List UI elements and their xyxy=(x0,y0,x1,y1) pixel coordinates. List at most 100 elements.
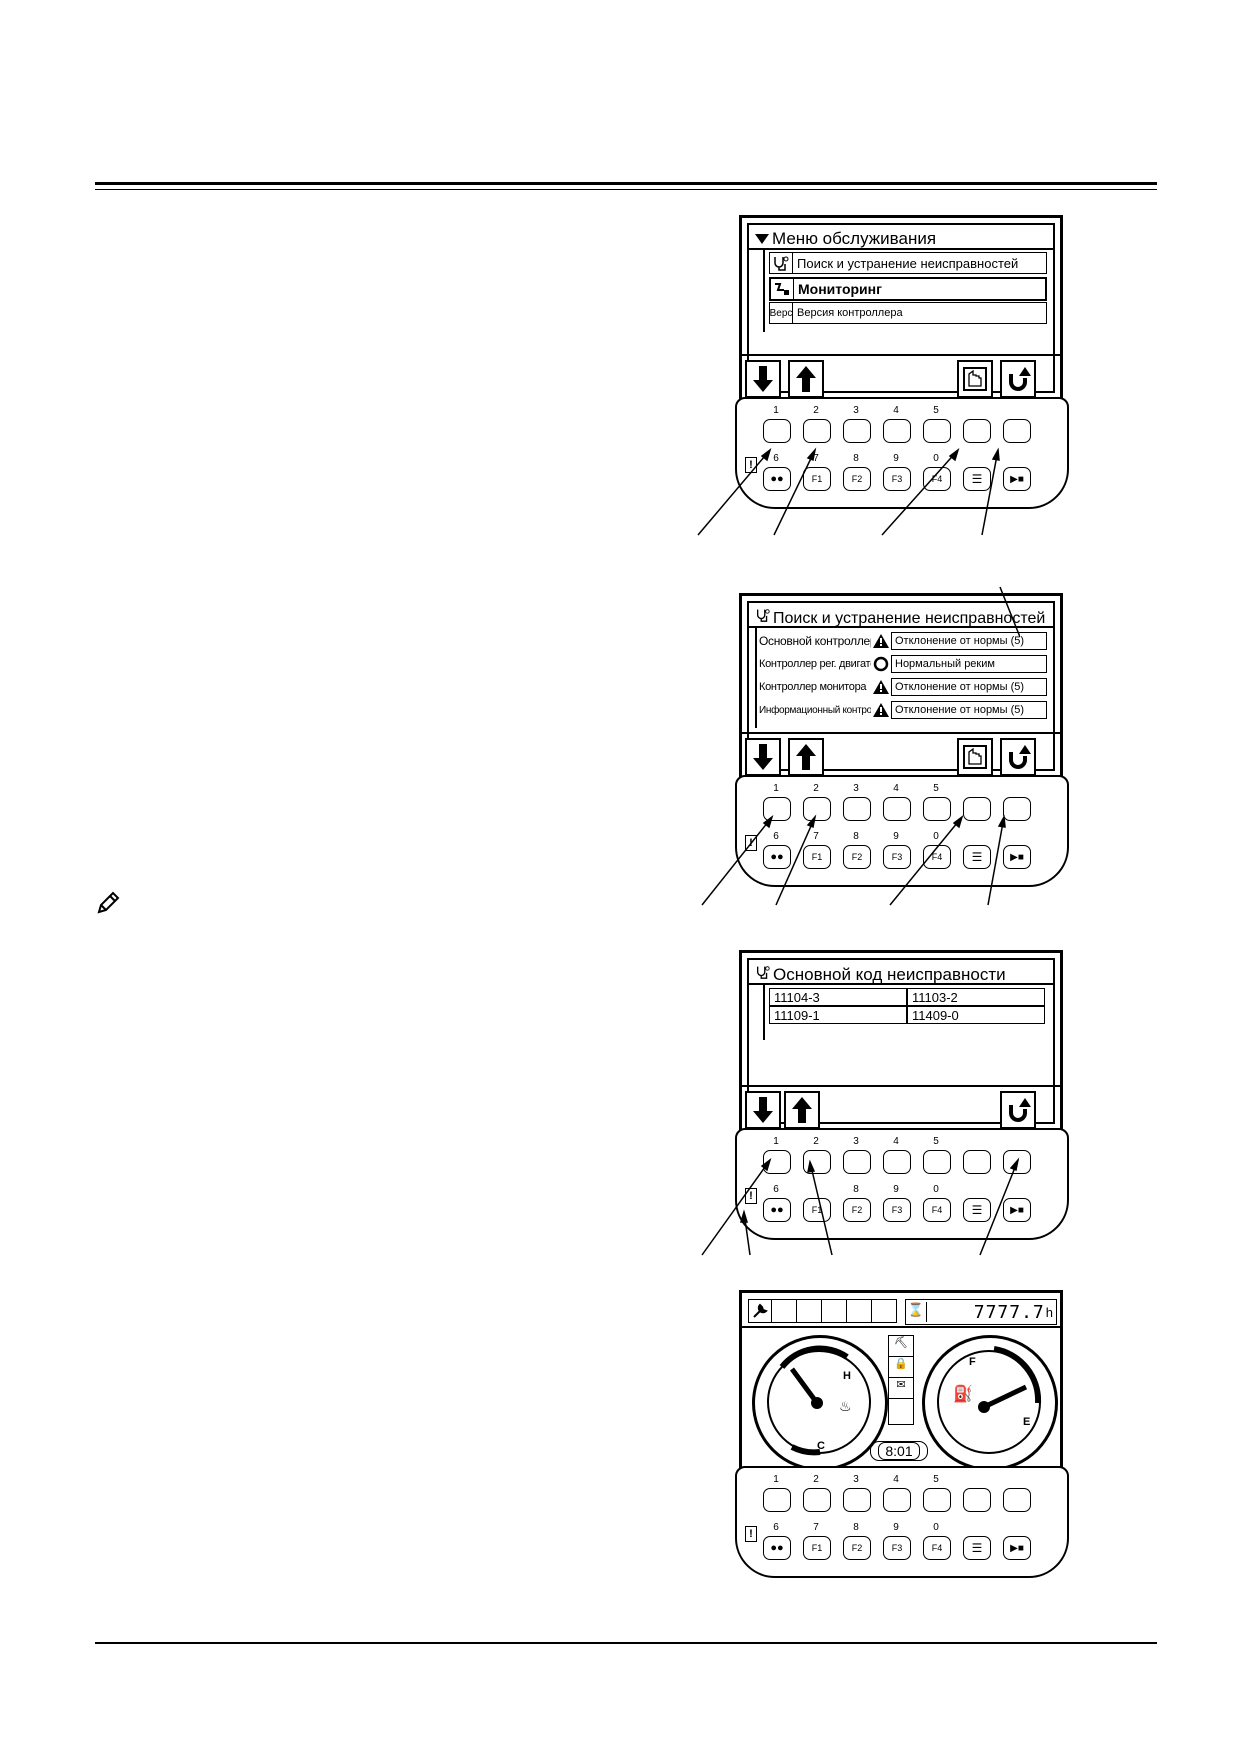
return-arrow-icon xyxy=(1009,367,1031,391)
key-6-top[interactable] xyxy=(963,1150,991,1174)
select-key[interactable] xyxy=(957,738,993,776)
key-f3[interactable]: F3 xyxy=(883,1198,911,1222)
keypad-panel: 1 2 3 4 5 ! 6 7 8 9 0 ●● F1 F2 F3 F4 ☰ ▶… xyxy=(735,1466,1069,1578)
key-6-top[interactable] xyxy=(963,1488,991,1512)
arrow-up-key[interactable] xyxy=(788,360,824,398)
back-key[interactable] xyxy=(1000,360,1036,398)
status-icon-column: ⛏ 🔒 ✉ xyxy=(888,1335,914,1425)
status-row-engine-controller[interactable]: Контроллер рег. двигателя Нормальный рек… xyxy=(759,654,1047,674)
key-display[interactable]: ▶■ xyxy=(1003,467,1031,491)
key-f2[interactable]: F2 xyxy=(843,845,871,869)
monitor-device-troubleshooting: Поиск и устранение неисправностей Основн… xyxy=(735,593,1069,923)
fault-code[interactable]: 11104-3 xyxy=(769,988,907,1006)
key-2[interactable] xyxy=(803,419,831,443)
key-2[interactable] xyxy=(803,797,831,821)
key-menu[interactable]: ☰ xyxy=(963,1198,991,1222)
key-f1[interactable]: F1 xyxy=(803,467,831,491)
key-f4[interactable]: F4 xyxy=(923,467,951,491)
key-f2[interactable]: F2 xyxy=(843,1198,871,1222)
key-3[interactable] xyxy=(843,1150,871,1174)
menu-list-icon: ☰ xyxy=(971,472,983,486)
troubleshoot-icon xyxy=(755,964,773,985)
key-f2[interactable]: F2 xyxy=(843,467,871,491)
key-f3[interactable]: F3 xyxy=(883,845,911,869)
screen-title: Меню обслуживания xyxy=(755,229,936,249)
fault-code[interactable]: 11103-2 xyxy=(907,988,1045,1006)
back-key[interactable] xyxy=(1000,738,1036,776)
key-1[interactable] xyxy=(763,1488,791,1512)
key-f3[interactable]: F3 xyxy=(883,467,911,491)
key-camera[interactable]: ●● xyxy=(763,1198,791,1222)
key-f1[interactable]: F1 xyxy=(803,845,831,869)
key-4[interactable] xyxy=(883,419,911,443)
key-f1[interactable]: F1 xyxy=(803,1198,831,1222)
key-camera[interactable]: ●● xyxy=(763,467,791,491)
menu-item-troubleshooting[interactable]: Поиск и устранение неисправностей xyxy=(769,252,1047,274)
arrow-down-icon xyxy=(753,1097,773,1123)
note-pencil-icon xyxy=(97,891,120,914)
lock-icon: 🔒 xyxy=(889,1357,913,1378)
monitor-device-maintenance-menu: Меню обслуживания Поиск и устранение неи… xyxy=(735,215,1069,545)
key-6-top[interactable] xyxy=(963,419,991,443)
key-camera[interactable]: ●● xyxy=(763,845,791,869)
status-row-info-controller[interactable]: Информационный контроллер Отклонение от … xyxy=(759,700,1047,720)
key-4[interactable] xyxy=(883,1150,911,1174)
key-7-top[interactable] xyxy=(1003,419,1031,443)
key-display[interactable]: ▶■ xyxy=(1003,1198,1031,1222)
indicator-slot xyxy=(872,1299,897,1323)
key-4[interactable] xyxy=(883,1488,911,1512)
arrow-up-key[interactable] xyxy=(784,1091,820,1129)
camera-icon: ●● xyxy=(770,851,784,863)
warning-icon xyxy=(871,701,891,719)
status-row-main-controller[interactable]: Основной контроллер Отклонение от нормы … xyxy=(759,631,1047,651)
key-menu[interactable]: ☰ xyxy=(963,467,991,491)
key-5[interactable] xyxy=(923,797,951,821)
key-3[interactable] xyxy=(843,419,871,443)
key-4[interactable] xyxy=(883,797,911,821)
return-arrow-icon xyxy=(1009,745,1031,769)
arrow-down-key[interactable] xyxy=(745,738,781,776)
key-1[interactable] xyxy=(763,797,791,821)
status-row-monitor-controller[interactable]: Контроллер монитора Отклонение от нормы … xyxy=(759,677,1047,697)
key-menu[interactable]: ☰ xyxy=(963,1536,991,1560)
key-5[interactable] xyxy=(923,1488,951,1512)
select-key[interactable] xyxy=(957,360,993,398)
key-1[interactable] xyxy=(763,419,791,443)
mail-icon: ✉ xyxy=(889,1378,913,1399)
blank-indicator-icon xyxy=(889,1399,913,1419)
key-display[interactable]: ▶■ xyxy=(1003,845,1031,869)
fault-code[interactable]: 11409-0 xyxy=(907,1006,1045,1024)
key-f1[interactable]: F1 xyxy=(803,1536,831,1560)
arrow-down-key[interactable] xyxy=(745,360,781,398)
key-f2[interactable]: F2 xyxy=(843,1536,871,1560)
key-f4[interactable]: F4 xyxy=(923,1198,951,1222)
key-f4[interactable]: F4 xyxy=(923,845,951,869)
header-rule xyxy=(95,182,1157,185)
key-5[interactable] xyxy=(923,419,951,443)
fuel-pump-icon: ⛽ xyxy=(953,1386,973,1403)
key-f4[interactable]: F4 xyxy=(923,1536,951,1560)
key-menu[interactable]: ☰ xyxy=(963,845,991,869)
troubleshoot-icon xyxy=(755,607,773,628)
arrow-up-key[interactable] xyxy=(788,738,824,776)
key-display[interactable]: ▶■ xyxy=(1003,1536,1031,1560)
arrow-down-key[interactable] xyxy=(745,1091,781,1129)
key-camera[interactable]: ●● xyxy=(763,1536,791,1560)
screen-title: Поиск и устранение неисправностей xyxy=(755,607,1045,628)
menu-list-icon: ☰ xyxy=(971,1541,983,1555)
key-6-top[interactable] xyxy=(963,797,991,821)
key-5[interactable] xyxy=(923,1150,951,1174)
display-icon: ▶■ xyxy=(1010,473,1024,485)
key-3[interactable] xyxy=(843,797,871,821)
fault-code[interactable]: 11109-1 xyxy=(769,1006,907,1024)
key-7-top[interactable] xyxy=(1003,1488,1031,1512)
key-3[interactable] xyxy=(843,1488,871,1512)
menu-item-monitoring[interactable]: Мониторинг xyxy=(769,277,1047,301)
key-2[interactable] xyxy=(803,1488,831,1512)
back-key[interactable] xyxy=(1000,1091,1036,1129)
key-7-top[interactable] xyxy=(1003,797,1031,821)
key-f3[interactable]: F3 xyxy=(883,1536,911,1560)
coolant-temp-gauge: H C ♨ xyxy=(752,1335,888,1471)
indicator-slot xyxy=(772,1299,797,1323)
menu-item-controller-version[interactable]: Верс Версия контроллера xyxy=(769,302,1047,324)
